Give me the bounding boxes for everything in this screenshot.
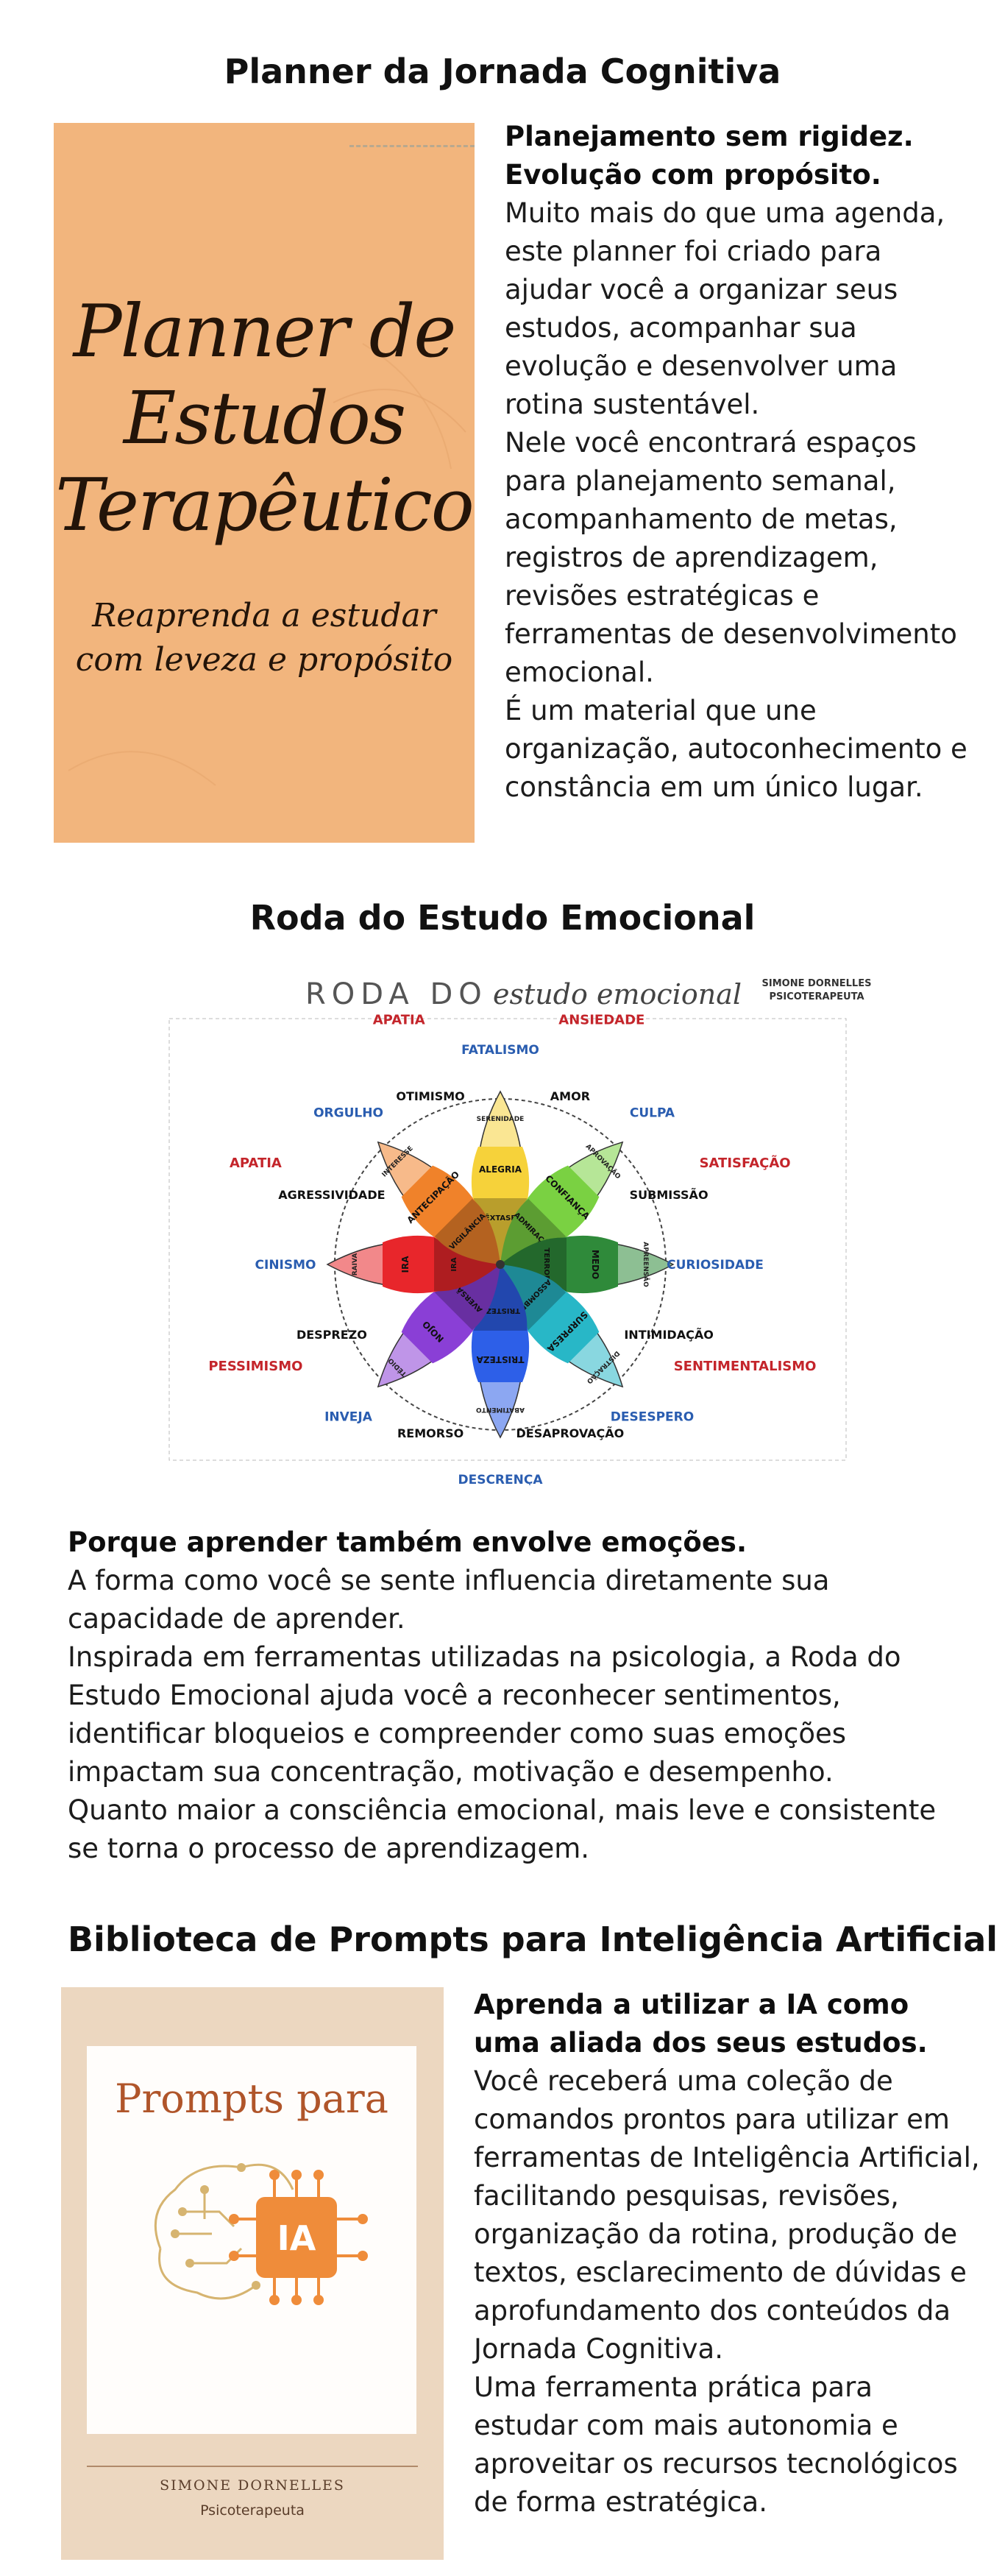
prompts-description: Aprenda a utilizar a IA como uma aliada … xyxy=(474,1986,981,2522)
wheel-petal-inner-label: TRISTEZA xyxy=(480,1306,520,1314)
cover-dash-line xyxy=(349,145,475,147)
wheel-ring-black-label: DESPREZO xyxy=(296,1328,367,1342)
wheel-paragraph-3: Quanto maior a consciência emocional, ma… xyxy=(68,1794,937,1864)
wheel-petal-inner xyxy=(434,1237,500,1292)
wheel-petal-outer-label: APREENSÃO xyxy=(642,1242,650,1287)
wheel-ring-black-label: REMORSO xyxy=(397,1426,464,1440)
wheel-outer-blue-label: DESCRENÇA xyxy=(458,1473,543,1485)
wheel-outer-red-label: SATISFAÇÃO xyxy=(700,1154,791,1171)
prompts-heading: Biblioteca de Prompts para Inteligência … xyxy=(68,1919,998,1959)
wheel-outer-blue-label: CULPA xyxy=(630,1106,675,1121)
prompts-lead-line1: Aprenda a utilizar a IA como xyxy=(474,1989,909,2020)
cover-title: Planner de Estudos Terapêutico xyxy=(55,290,474,548)
wheel-author: SIMONE DORNELLES xyxy=(762,978,872,989)
wheel-outer-blue-label: ORGULHO xyxy=(313,1106,383,1121)
wheel-petal-outer-label: RAIVA xyxy=(352,1253,359,1276)
prompts-cover-panel: Prompts para xyxy=(87,2046,416,2434)
wheel-petal-inner-label: IRA xyxy=(450,1257,458,1271)
wheel-petal-mid-label: ALEGRIA xyxy=(479,1164,522,1175)
prompts-cover-title: Prompts para xyxy=(115,2076,388,2122)
planner-heading: Planner da Jornada Cognitiva xyxy=(224,52,781,91)
cover-subtitle: Reaprenda a estudar com leveza e propósi… xyxy=(75,597,453,679)
wheel-description: Porque aprender também envolve emoções. … xyxy=(68,1524,965,1868)
wheel-petal-inner xyxy=(500,1237,567,1292)
prompts-cover-role: Psicoterapeuta xyxy=(200,2502,305,2519)
planner-cover-image: Planner de Estudos Terapêutico Reaprenda… xyxy=(54,123,475,843)
ia-badge: IA xyxy=(277,2218,316,2258)
wheel-ring-black-label: SUBMISSÃO xyxy=(630,1188,709,1202)
wheel-outer-blue-label: CINISMO xyxy=(255,1258,316,1273)
emotion-wheel-graphic: RODA DO estudo emocional SIMONE DORNELLE… xyxy=(168,977,872,1518)
wheel-lead: Porque aprender também envolve emoções. xyxy=(68,1526,747,1558)
wheel-outer-blue-label: DESESPERO xyxy=(611,1410,694,1425)
brain-circuit-icon: IA xyxy=(154,2163,368,2305)
wheel-title-script: estudo emocional xyxy=(493,978,742,1011)
wheel-ring-black-label: OTIMISMO xyxy=(396,1089,464,1103)
planner-lead-line1: Planejamento sem rigidez. xyxy=(505,121,914,152)
wheel-center-dot xyxy=(496,1260,505,1269)
wheel-ring-black-label: AMOR xyxy=(550,1089,590,1103)
cover-decoration xyxy=(68,343,466,786)
wheel-petal-inner-label: ÊXTASE xyxy=(485,1213,516,1222)
wheel-petal-outer-label: ABATIMENTO xyxy=(476,1406,525,1413)
wheel-petal-inner xyxy=(473,1198,528,1264)
wheel-petal-inner xyxy=(473,1264,528,1331)
wheel-petal-inner-label: TERROR xyxy=(542,1248,550,1281)
wheel-petal-outer-label: SERENIDADE xyxy=(477,1116,525,1123)
wheel-outer-red-label: PESSIMISMO xyxy=(208,1359,302,1374)
wheel-outer-blue-label: INVEJA xyxy=(324,1410,373,1425)
prompts-paragraph-2: Uma ferramenta prática para estudar com … xyxy=(474,2371,958,2518)
wheel-role: PSICOTERAPEUTA xyxy=(769,991,864,1002)
planner-paragraph-3: É um material que une organização, autoc… xyxy=(505,695,967,803)
wheel-outer-red-label: APATIA xyxy=(373,1012,425,1027)
wheel-outer-blue-label: CURIOSIDADE xyxy=(667,1258,764,1273)
wheel-title-plain: RODA DO xyxy=(305,977,488,1011)
planner-lead-line2: Evolução com propósito. xyxy=(505,159,881,191)
planner-paragraph-1: Muito mais do que uma agenda, este plann… xyxy=(505,197,945,420)
prompts-paragraph-1: Você receberá uma coleção de comandos pr… xyxy=(474,2065,980,2365)
planner-description: Planejamento sem rigidez. Evolução com p… xyxy=(505,118,976,807)
wheel-paragraph-2: Inspirada em ferramentas utilizadas na p… xyxy=(68,1641,901,1788)
wheel-ring-black-label: DESAPROVAÇÃO xyxy=(516,1426,625,1440)
wheel-outer-blue-label: FATALISMO xyxy=(461,1043,539,1058)
wheel-heading: Roda do Estudo Emocional xyxy=(249,898,756,938)
wheel-outer-red-label: SENTIMENTALISMO xyxy=(674,1359,817,1374)
prompts-lead-line2: uma aliada dos seus estudos. xyxy=(474,2027,928,2059)
wheel-outer-red-label: APATIA xyxy=(230,1156,282,1171)
prompts-cover-rule xyxy=(87,2466,418,2467)
planner-paragraph-2: Nele você encontrará espaços para planej… xyxy=(505,427,957,688)
wheel-petal-inner xyxy=(434,1198,500,1264)
wheel-petals: SERENIDADE ALEGRIA ÊXTASEAPROVAÇÃOCONFIANÇ… xyxy=(326,1090,675,1439)
wheel-petal-mid-label: TRISTEZA xyxy=(476,1354,525,1365)
emotion-wheel-image: RODA DO estudo emocional SIMONE DORNELLE… xyxy=(162,970,883,1518)
wheel-ring-black-label: AGRESSIVIDADE xyxy=(278,1188,385,1202)
wheel-petal-mid-label: IRA xyxy=(400,1256,411,1273)
wheel-petal-mid-label: MEDO xyxy=(590,1250,600,1279)
wheel-ring-black-label: INTIMIDAÇÃO xyxy=(624,1328,713,1342)
prompts-cover-author: SIMONE DORNELLES xyxy=(160,2477,345,2494)
prompts-cover-image: Prompts para xyxy=(61,1987,444,2560)
wheel-paragraph-1: A forma como você se sente influencia di… xyxy=(68,1565,830,1635)
wheel-outer-red-label: ANSIEDADE xyxy=(558,1012,644,1027)
